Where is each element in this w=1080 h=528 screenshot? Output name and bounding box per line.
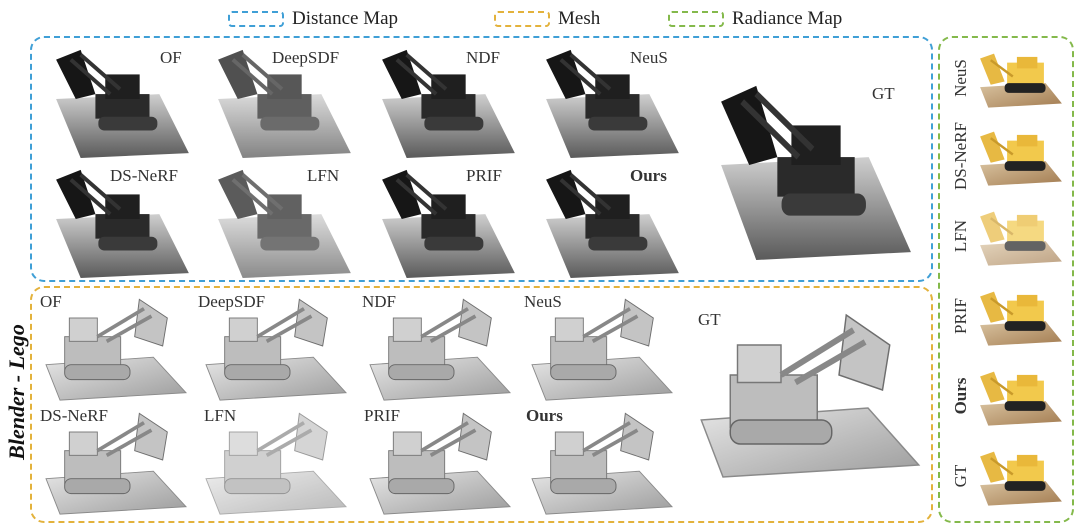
distance-cell-neus: NeuS	[530, 40, 690, 158]
mesh-cell-gt: GT	[694, 300, 926, 480]
radiance-label-gt: GT	[951, 464, 970, 488]
radiance-cell-ds-nerf: DS-NeRF	[944, 120, 1068, 196]
mesh-label-lfn: LFN	[204, 406, 237, 425]
mesh-label-ours: Ours	[526, 406, 563, 425]
distance-cell-prif: PRIF	[366, 160, 526, 278]
distance-cell-of: OF	[40, 40, 200, 158]
mesh-cell-ours: Ours	[522, 404, 682, 516]
radiance-label-lfn: LFN	[951, 219, 970, 253]
radiance-image	[976, 442, 1066, 512]
distance-label-of: OF	[160, 48, 182, 67]
distance-cell-ours: Ours	[530, 160, 690, 278]
radiance-cell-ours: Ours	[944, 360, 1068, 436]
radiance-label-ours: Ours	[951, 377, 970, 415]
mesh-cell-of: OF	[36, 290, 196, 402]
mesh-label-of: OF	[40, 292, 62, 311]
distance-swatch	[228, 11, 284, 27]
radiance-cell-prif: PRIF	[944, 280, 1068, 356]
dataset-side-label: Blender - Lego	[4, 324, 29, 460]
legend-distance: Distance Map	[228, 8, 398, 30]
mesh-label-neus: NeuS	[524, 292, 562, 311]
distance-label-neus: NeuS	[630, 48, 668, 67]
radiance-map-panel	[938, 36, 1074, 523]
legend-mesh: Mesh	[494, 8, 600, 30]
mesh-label-ds-nerf: DS-NeRF	[40, 406, 109, 425]
radiance-cell-gt: GT	[944, 440, 1068, 516]
distance-cell-ds-nerf: DS-NeRF	[40, 160, 200, 278]
mesh-cell-lfn: LFN	[196, 404, 356, 516]
radiance-cell-neus: NeuS	[944, 42, 1068, 118]
distance-label-lfn: LFN	[307, 166, 340, 185]
mesh-cell-neus: NeuS	[522, 290, 682, 402]
mesh-cell-ndf: NDF	[360, 290, 520, 402]
distance-legend-label: Distance Map	[292, 8, 399, 29]
legend-radiance: Radiance Map	[668, 8, 842, 30]
distance-cell-ndf: NDF	[366, 40, 526, 158]
radiance-label-prif: PRIF	[951, 298, 970, 334]
distance-label-ndf: NDF	[466, 48, 501, 67]
mesh-cell-ds-nerf: DS-NeRF	[36, 404, 196, 516]
distance-cell-deepsdf: DeepSDF	[202, 40, 362, 158]
distance-map-image	[366, 160, 526, 278]
distance-cell-lfn: LFN	[202, 160, 362, 278]
radiance-image	[976, 44, 1066, 114]
mesh-label-deepsdf: DeepSDF	[198, 292, 266, 311]
mesh-label-gt: GT	[698, 310, 721, 329]
distance-label-ds-nerf: DS-NeRF	[110, 166, 179, 185]
mesh-legend-label: Mesh	[558, 8, 601, 29]
radiance-label-ds-nerf: DS-NeRF	[951, 122, 970, 191]
distance-map-image	[366, 40, 526, 158]
radiance-image	[976, 202, 1066, 272]
radiance-label-neus: NeuS	[951, 59, 970, 97]
radiance-cell-lfn: LFN	[944, 200, 1068, 276]
distance-cell-gt: GT	[700, 70, 925, 260]
distance-map-panel	[30, 36, 933, 282]
mesh-cell-deepsdf: DeepSDF	[196, 290, 356, 402]
radiance-legend-label: Radiance Map	[732, 8, 843, 29]
mesh-label-prif: PRIF	[364, 406, 400, 425]
mesh-panel	[30, 286, 933, 523]
distance-label-gt: GT	[872, 84, 895, 103]
mesh-cell-prif: PRIF	[360, 404, 520, 516]
radiance-swatch	[668, 11, 724, 27]
radiance-image	[976, 122, 1066, 192]
mesh-gt-image	[694, 300, 926, 480]
mesh-swatch	[494, 11, 550, 27]
legend: Distance Map Mesh Radiance Map	[0, 6, 1080, 32]
distance-label-deepsdf: DeepSDF	[272, 48, 340, 67]
radiance-image	[976, 282, 1066, 352]
distance-label-ours: Ours	[630, 166, 667, 185]
mesh-label-ndf: NDF	[362, 292, 397, 311]
radiance-image	[976, 362, 1066, 432]
distance-label-prif: PRIF	[466, 166, 502, 185]
